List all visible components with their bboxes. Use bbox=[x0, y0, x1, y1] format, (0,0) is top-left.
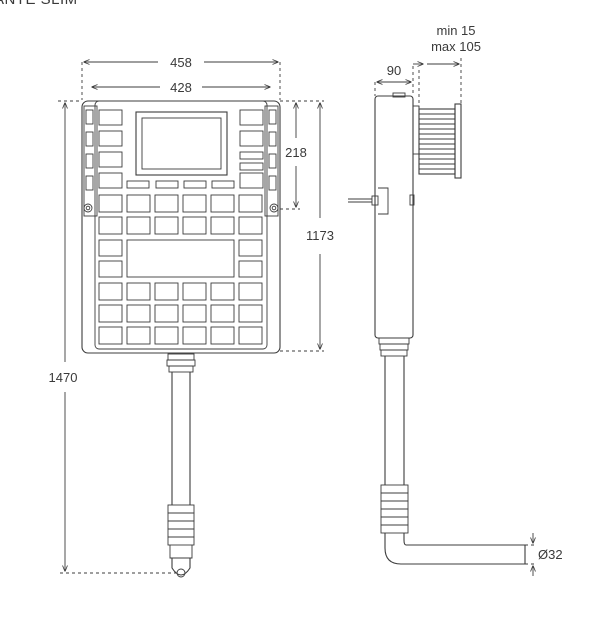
label-max-105: max 105 bbox=[431, 39, 481, 54]
dimension-428: 428 bbox=[92, 80, 270, 95]
dimension-458: 458 bbox=[81, 55, 281, 100]
mounting-screw-right bbox=[269, 203, 279, 213]
dimension-218: 218 bbox=[285, 103, 307, 207]
diagram-title: ANTE SLIM bbox=[0, 0, 78, 8]
dimension-wall-distance: min 15 max 105 bbox=[413, 23, 481, 108]
side-flush-pipe bbox=[378, 337, 526, 565]
button-opening bbox=[135, 111, 228, 176]
front-view: 458 428 218 1173 1470 bbox=[49, 55, 334, 578]
front-frame-outer bbox=[81, 100, 281, 354]
dimension-1173: 1173 bbox=[306, 103, 334, 349]
side-top-cap bbox=[392, 92, 406, 98]
label-1470: 1470 bbox=[49, 370, 78, 385]
label-218: 218 bbox=[285, 145, 307, 160]
rib-grid bbox=[98, 109, 264, 345]
label-90: 90 bbox=[387, 63, 401, 78]
label-diameter-32: Ø32 bbox=[538, 547, 563, 562]
dimension-pipe-diameter: Ø32 bbox=[525, 533, 563, 576]
side-view: 90 min 15 max 105 Ø32 bbox=[348, 23, 563, 576]
right-bracket bbox=[264, 105, 279, 217]
front-flush-pipe bbox=[166, 353, 196, 578]
dimension-90: 90 bbox=[374, 63, 414, 96]
dimension-1470: 1470 bbox=[49, 103, 78, 571]
mounting-screw-left bbox=[83, 203, 93, 213]
side-tank-body bbox=[374, 95, 414, 339]
label-1173: 1173 bbox=[306, 228, 334, 243]
side-button-carrier bbox=[412, 103, 462, 179]
label-428: 428 bbox=[170, 80, 192, 95]
button-opening-inner bbox=[141, 117, 222, 170]
left-bracket bbox=[83, 105, 98, 217]
front-frame-inner bbox=[94, 100, 268, 350]
side-water-inlet bbox=[348, 187, 415, 215]
label-458: 458 bbox=[170, 55, 192, 70]
label-min-15: min 15 bbox=[436, 23, 475, 38]
